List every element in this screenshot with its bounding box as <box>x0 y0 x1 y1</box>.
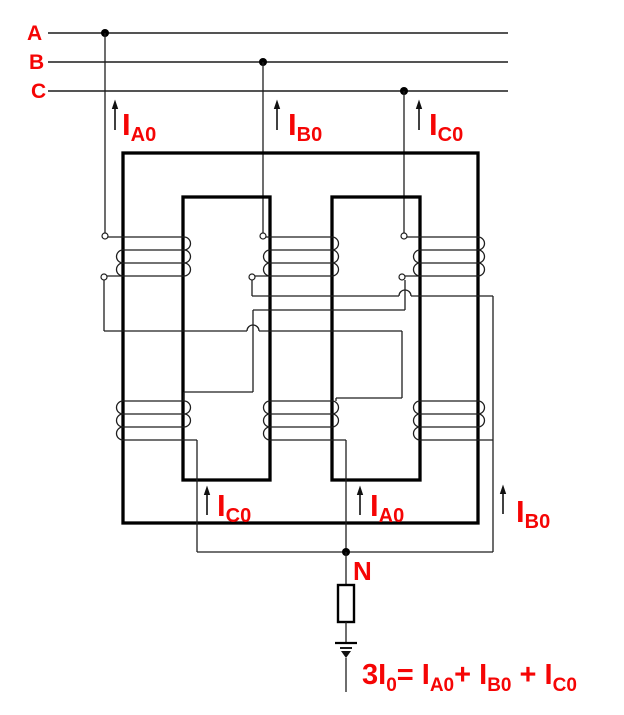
grounding-resistor <box>336 583 356 624</box>
current-label-ia0-top: IA0 <box>122 107 156 146</box>
winding-limb1-upper <box>107 236 192 277</box>
phase-bus-lines <box>48 29 508 95</box>
current-label-ib0-top: IB0 <box>288 107 322 146</box>
current-arrows <box>111 99 507 515</box>
core-outer <box>121 151 480 525</box>
neutral-bus <box>196 440 493 585</box>
terminal-bottom-limb1 <box>100 273 108 281</box>
current-label-ia0-bottom: IA0 <box>370 488 404 527</box>
winding-terminals <box>100 232 408 281</box>
phase-label-c: C <box>31 80 46 103</box>
winding-limb2-lower <box>262 400 346 441</box>
phase-label-b: B <box>29 51 44 74</box>
core-window-left <box>181 195 272 482</box>
equation: 3I0= IA0+ IB0 + IC0 <box>362 659 577 696</box>
neutral-label: N <box>353 556 372 586</box>
winding-limb1-lower <box>115 400 197 441</box>
transformer-core <box>121 151 480 525</box>
current-label-ic0-bottom: IC0 <box>217 488 251 527</box>
terminal-top-limb2 <box>259 232 267 240</box>
phase-drop-wires <box>104 33 405 233</box>
winding-limb3-lower <box>412 400 493 441</box>
interconnect-net-c <box>183 280 406 401</box>
terminal-top-limb3 <box>400 232 408 240</box>
phase-label-a: A <box>27 22 42 45</box>
current-label-ic0-top: IC0 <box>429 107 463 146</box>
terminal-bottom-limb2 <box>248 273 256 281</box>
core-window-right <box>330 195 422 482</box>
ground-symbol <box>335 641 357 649</box>
winding-limb3-upper <box>405 236 486 277</box>
current-label-ib0-bottom: IB0 <box>516 494 550 533</box>
terminal-bottom-limb3 <box>398 273 406 281</box>
terminal-top-limb1 <box>101 232 109 240</box>
ground-arrowhead <box>341 651 351 658</box>
grounding-branch <box>335 583 357 692</box>
winding-limb2-upper <box>255 236 340 277</box>
